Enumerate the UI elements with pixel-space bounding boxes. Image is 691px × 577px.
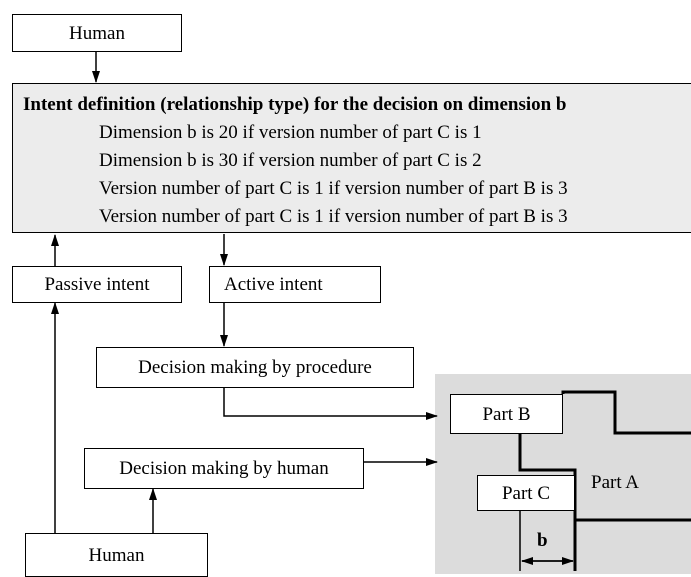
decision-procedure-box: Decision making by procedure [96, 347, 414, 388]
intent-rule-1: Dimension b is 20 if version number of p… [99, 122, 482, 143]
intent-rule-3: Version number of part C is 1 if version… [99, 178, 568, 199]
part-c-box: Part C [477, 475, 575, 511]
part-b-box: Part B [450, 394, 563, 434]
dimension-b-label: b [537, 530, 548, 551]
passive-intent-box: Passive intent [12, 266, 182, 303]
intent-definition-title: Intent definition (relationship type) fo… [23, 94, 567, 115]
part-a-outline-lower [573, 518, 691, 571]
part-b-label: Part B [482, 403, 531, 425]
decision-human-label: Decision making by human [119, 458, 329, 479]
intent-rule-2: Dimension b is 30 if version number of p… [99, 150, 482, 171]
active-intent-box: Active intent [209, 266, 381, 303]
human-bottom-box: Human [25, 533, 208, 577]
passive-intent-label: Passive intent [44, 274, 150, 295]
intent-definition-panel: Intent definition (relationship type) fo… [12, 83, 691, 233]
human-bottom-label: Human [88, 544, 145, 566]
part-a-label: Part A [591, 472, 640, 493]
arrow-procedure-to-part-b [223, 388, 438, 420]
active-intent-label: Active intent [224, 274, 323, 295]
decision-procedure-label: Decision making by procedure [138, 357, 372, 378]
decision-human-box: Decision making by human [84, 448, 364, 489]
human-top-box: Human [12, 14, 182, 52]
part-c-label: Part C [501, 482, 551, 504]
part-a-outline-right [561, 390, 691, 435]
intent-rule-4: Version number of part C is 1 if version… [99, 206, 568, 227]
human-top-label: Human [69, 22, 125, 44]
